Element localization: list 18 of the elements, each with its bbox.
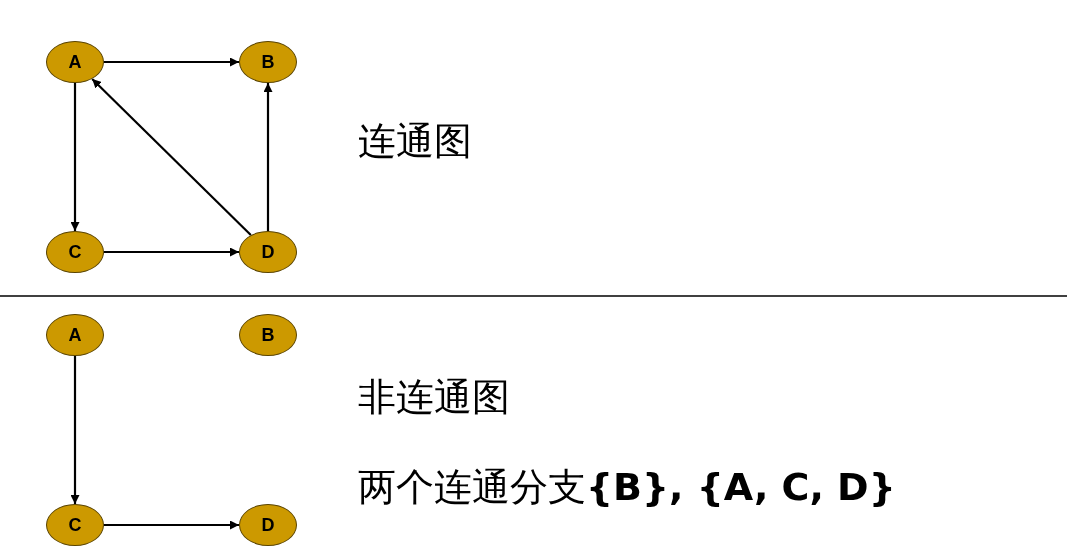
graph-vertex: B [239,314,297,356]
arrow [104,247,239,257]
graph-caption: 连通图 [358,118,472,165]
graph-caption: 非连通图 [358,374,510,421]
arrow [70,356,80,504]
graph-vertex: C [46,231,104,273]
graph-vertex: D [239,504,297,546]
arrow [104,57,239,67]
arrow [91,78,252,236]
graph-vertex: D [239,231,297,273]
graph-caption: 两个连通分支{B}, {A, C, D} [358,464,896,511]
arrow [70,83,80,231]
graph-vertex: B [239,41,297,83]
graph-vertex: C [46,504,104,546]
graph-vertex: A [46,41,104,83]
graph-vertex: A [46,314,104,356]
arrow [263,83,273,231]
arrow [104,520,239,530]
